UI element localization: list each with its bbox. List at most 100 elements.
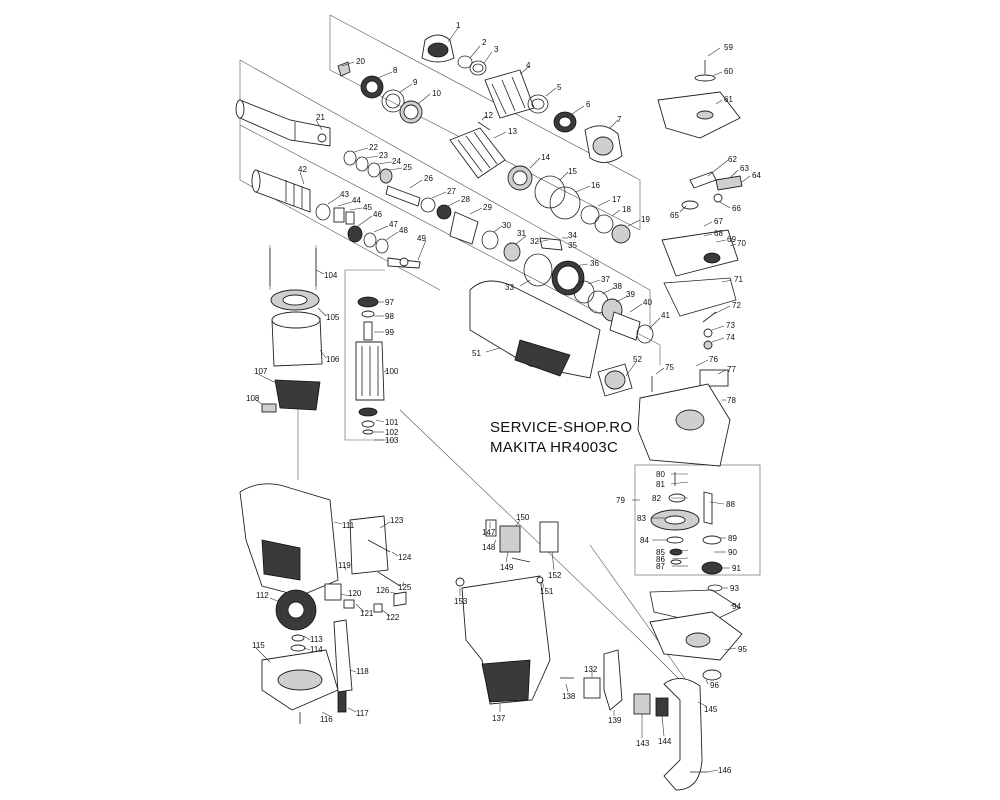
part-label: 148	[482, 543, 496, 552]
part-label: 7	[617, 115, 622, 124]
diagram-title: SERVICE-SHOP.RO MAKITA HR4003C	[490, 419, 632, 456]
part-label: 147	[482, 528, 496, 537]
part-label: 49	[417, 234, 426, 243]
part-label: 120	[348, 589, 362, 598]
part-label: 80	[656, 470, 665, 479]
part-label: 114	[310, 645, 323, 654]
part-label: 3	[494, 45, 499, 54]
part-label: 106	[326, 355, 340, 364]
part-label: 42	[298, 165, 307, 174]
part-label: 28	[461, 195, 470, 204]
part-label: 64	[752, 171, 761, 180]
part-label: 153	[454, 597, 468, 606]
part-label: 73	[726, 321, 735, 330]
part-label: 87	[656, 562, 665, 571]
part-label: 112	[256, 591, 269, 600]
part-label: 108	[246, 394, 260, 403]
part-label: 15	[568, 167, 577, 176]
part-label: 149	[500, 563, 514, 572]
part-label: 22	[369, 143, 378, 152]
part-label: 82	[652, 494, 661, 503]
part-label: 101	[385, 418, 399, 427]
part-label: 93	[730, 584, 739, 593]
part-label: 123	[390, 516, 404, 525]
part-label: 31	[517, 229, 526, 238]
part-label: 125	[398, 583, 412, 592]
part-label: 47	[389, 220, 398, 229]
leader-lines	[255, 27, 751, 773]
part-label: 79	[616, 496, 625, 505]
part-label: 85	[656, 548, 665, 557]
part-label: 139	[608, 716, 622, 725]
part-label: 26	[424, 174, 433, 183]
part-label: 86	[656, 555, 665, 564]
part-label: 25	[403, 163, 412, 172]
part-label: 151	[540, 587, 554, 596]
part-label: 1	[456, 21, 461, 30]
part-label: 33	[505, 283, 514, 292]
part-label: 6	[586, 100, 591, 109]
part-label: 32	[530, 237, 539, 246]
part-label: 5	[557, 83, 562, 92]
part-label: 23	[379, 151, 388, 160]
part-label: 144	[658, 737, 672, 746]
part-label: 48	[399, 226, 408, 235]
part-label: 20	[356, 57, 365, 66]
part-label: 115	[252, 641, 265, 650]
part-label: 69	[727, 235, 736, 244]
part-label: 84	[640, 536, 649, 545]
part-label: 111	[342, 521, 355, 530]
part-label: 99	[385, 328, 394, 337]
part-label: 45	[363, 203, 372, 212]
part-label: 30	[502, 221, 511, 230]
part-label: 83	[637, 514, 646, 523]
part-label: 29	[483, 203, 492, 212]
part-label: 95	[738, 645, 747, 654]
part-label: 37	[601, 275, 610, 284]
part-label: 74	[726, 333, 735, 342]
part-label: 24	[392, 157, 401, 166]
part-label: 18	[622, 205, 631, 214]
part-label: 40	[643, 298, 652, 307]
part-label: 150	[516, 513, 530, 522]
part-label: 126	[376, 586, 390, 595]
part-label: 19	[641, 215, 650, 224]
part-label: 98	[385, 312, 394, 321]
part-label: 38	[613, 282, 622, 291]
part-label: 63	[740, 164, 749, 173]
part-label: 76	[709, 355, 718, 364]
part-label: 14	[541, 153, 550, 162]
part-label: 103	[385, 436, 399, 445]
title-line-shop: SERVICE-SHOP.RO	[490, 419, 632, 436]
part-label: 41	[661, 311, 670, 320]
part-label: 62	[728, 155, 737, 164]
part-label: 36	[590, 259, 599, 268]
part-label: 46	[373, 210, 382, 219]
part-label: 65	[670, 211, 679, 220]
part-label: 137	[492, 714, 506, 723]
part-label: 146	[718, 766, 732, 775]
part-label: 117	[356, 709, 369, 718]
part-label: 122	[386, 613, 400, 622]
part-label: 8	[393, 66, 398, 75]
part-label: 51	[472, 349, 481, 358]
part-label: 143	[636, 739, 650, 748]
part-label: 105	[326, 313, 340, 322]
part-label: 113	[310, 635, 323, 644]
part-label: 132	[584, 665, 598, 674]
part-label: 138	[562, 692, 576, 701]
part-label: 10	[432, 89, 441, 98]
part-label: 145	[704, 705, 718, 714]
part-label: 89	[728, 534, 737, 543]
part-label: 68	[714, 229, 723, 238]
part-label: 152	[548, 571, 562, 580]
part-label: 60	[724, 67, 733, 76]
part-label: 121	[360, 609, 374, 618]
part-label: 81	[656, 480, 665, 489]
part-label: 124	[398, 553, 412, 562]
part-label: 4	[526, 61, 531, 70]
part-label: 39	[626, 290, 635, 299]
part-label: 17	[612, 195, 621, 204]
part-label: 78	[727, 396, 736, 405]
